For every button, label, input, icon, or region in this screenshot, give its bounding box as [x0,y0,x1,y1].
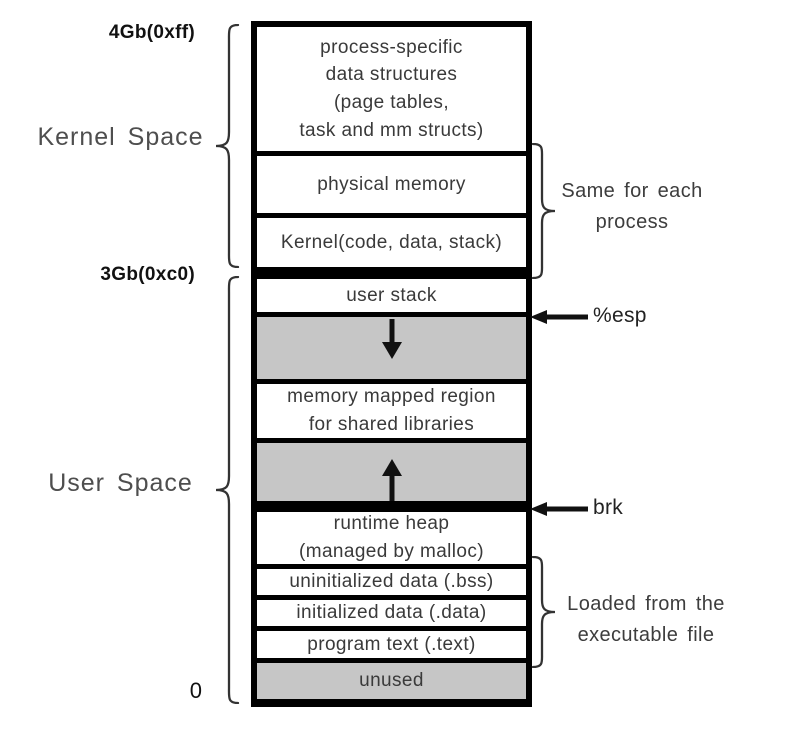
same-for-each-brace [531,143,556,279]
segment-text: program text (.text) [257,631,526,658]
kernel-user-boundary-line [257,272,526,274]
down-arrow-icon [381,319,402,359]
esp-pointer-label: %esp [593,304,647,327]
segment-unused: unused [257,663,526,699]
address-label-zero: 0 [189,678,202,703]
segment-kernel-code-data-stack: Kernel(code, data, stack) [257,218,526,267]
segment-user-stack: user stack [257,279,526,312]
brk-boundary-line [257,506,526,507]
loaded-from-brace [531,556,556,668]
kernel-space-label: Kernel Space [37,123,204,151]
segment-data: initialized data (.data) [257,600,526,626]
brk-arrow-icon [530,502,588,516]
segment-memory-mapped-region: memory mapped region for shared librarie… [257,384,526,438]
kernel-space-brace [215,24,240,268]
same-for-each-note: Same for each process [561,180,703,233]
user-space-label: User Space [48,469,193,497]
segment-process-specific: process-specific data structures (page t… [257,27,526,151]
segment-runtime-heap: runtime heap (managed by malloc) [257,512,526,564]
address-label-3gb: 3Gb(0xc0) [100,264,195,285]
segment-physical-memory: physical memory [257,156,526,213]
esp-arrow-icon [530,310,588,324]
address-label-4gb: 4Gb(0xff) [108,22,195,43]
brk-pointer-label: brk [593,496,624,519]
segment-stack-growth-region [257,317,526,379]
segment-heap-growth-region [257,443,526,501]
up-arrow-icon [381,459,402,501]
segment-bss: uninitialized data (.bss) [257,569,526,595]
user-space-brace [215,276,240,704]
loaded-from-note: Loaded from the executable file [567,593,725,646]
memory-column: process-specific data structures (page t… [251,21,532,707]
